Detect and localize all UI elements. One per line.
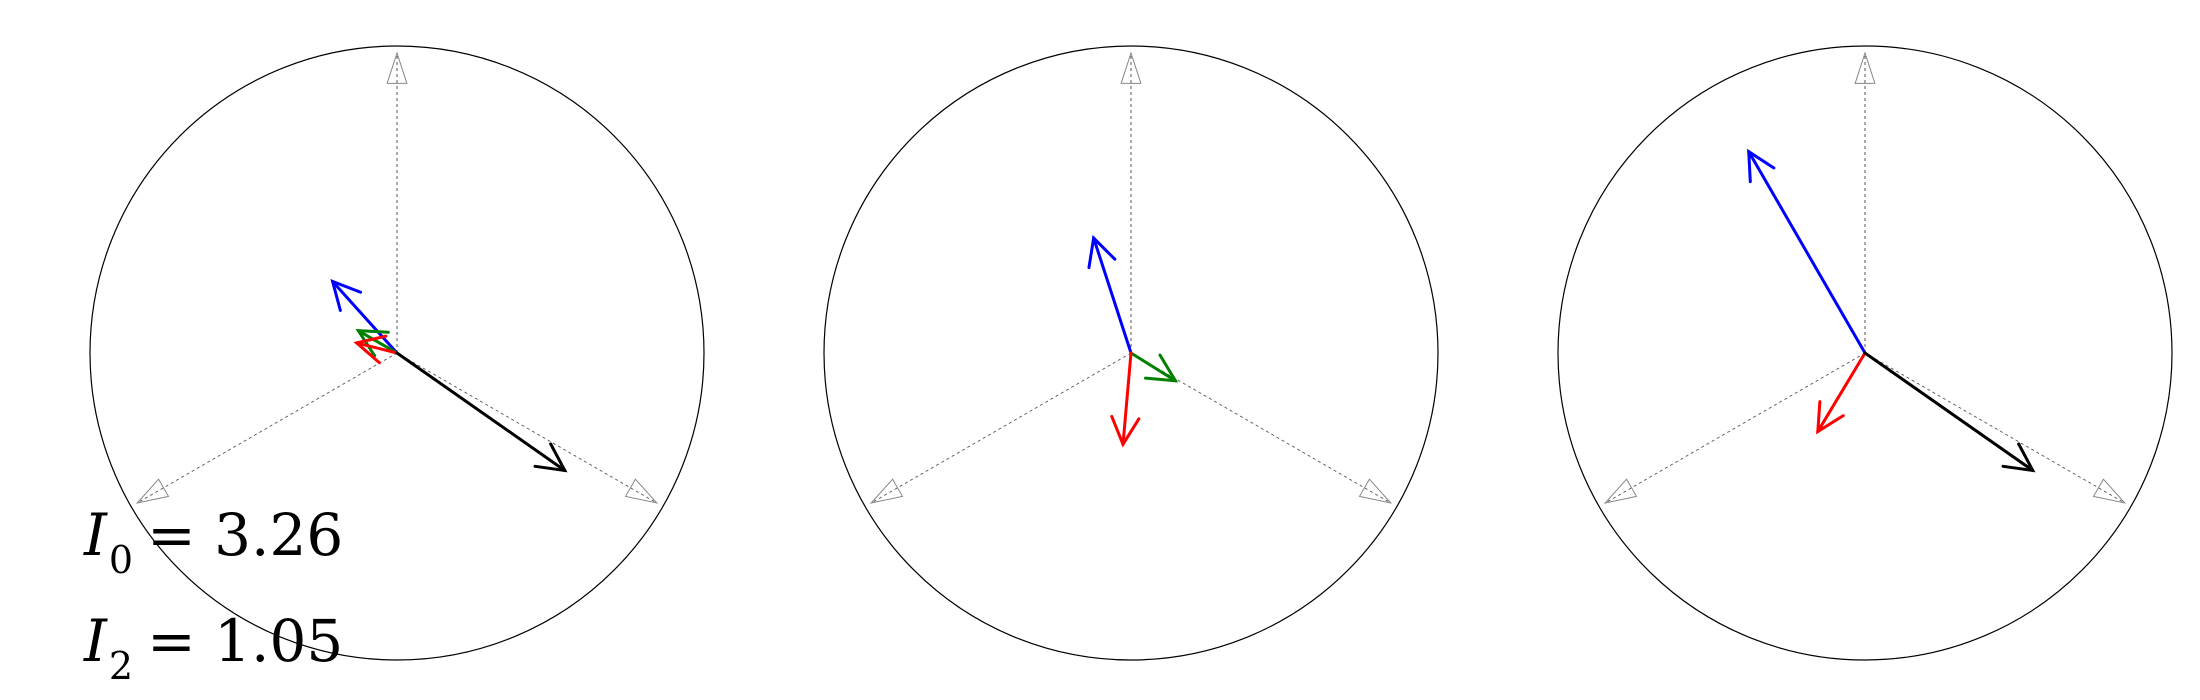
red-phasor-shaft [355, 341, 399, 355]
blue-phasor-shaft [1747, 150, 1867, 355]
green-phasor-arrow [1129, 351, 1179, 383]
reference-circle [89, 45, 705, 661]
equation-i2-equals: = [147, 607, 196, 675]
axis-arrowhead-2 [135, 478, 170, 504]
red-phasor-head [353, 334, 388, 365]
reference-circle [1557, 45, 2173, 661]
black-phasor-head [2001, 442, 2036, 473]
red-phasor-arrow [353, 334, 399, 365]
equation-i0: I0= 3.26 [84, 506, 343, 579]
green-phasor-shaft [1129, 351, 1177, 383]
blue-phasor-arrow [330, 279, 399, 355]
axis-arrowhead-1 [386, 51, 408, 84]
black-phasor-head [533, 442, 568, 473]
black-phasor-shaft [1863, 351, 2035, 472]
axis-arrowhead-3 [624, 478, 659, 504]
blue-phasor-head [330, 279, 363, 312]
phasor-diagram-2 [823, 45, 1439, 661]
axis-arrowhead-1 [1854, 51, 1876, 84]
blue-phasor-shaft [331, 279, 399, 355]
axis-arrowhead-2 [869, 478, 904, 504]
axis-arrowhead-3 [2092, 478, 2127, 504]
axis-arrowhead-1 [1120, 51, 1142, 84]
blue-phasor-arrow [1087, 234, 1133, 355]
equation-i2-subscript: 2 [108, 644, 134, 688]
red-phasor-arrow [1110, 351, 1141, 448]
phasor-diagram-1 [89, 45, 705, 661]
green-phasor-shaft [356, 329, 399, 355]
phasor-diagram-3 [1557, 45, 2173, 661]
black-phasor-shaft [395, 351, 567, 472]
blue-phasor-head [1747, 148, 1776, 184]
red-phasor-arrow [1816, 351, 1867, 435]
equation-i2-value: 1.05 [214, 607, 344, 675]
black-phasor-arrow [395, 351, 568, 473]
axis-arrowhead-2 [1603, 478, 1638, 504]
red-phasor-shaft [1816, 351, 1867, 434]
red-phasor-head [1110, 414, 1141, 448]
equation-i2-symbol: I [84, 607, 107, 675]
blue-phasor-shaft [1092, 236, 1133, 355]
reference-circle [823, 45, 1439, 661]
axis-line-2 [1604, 352, 1866, 504]
red-phasor-head [1816, 400, 1845, 435]
axis-line-2 [136, 352, 398, 504]
axis-arrowhead-3 [1358, 478, 1393, 504]
axis-line-3 [1130, 352, 1392, 504]
blue-phasor-head [1087, 234, 1117, 270]
black-phasor-arrow [1863, 351, 2036, 473]
equation-i0-equals: = [147, 501, 196, 569]
axis-line-3 [396, 352, 658, 504]
equation-i2: I2= 1.05 [84, 612, 343, 685]
equation-i0-subscript: 0 [108, 538, 134, 582]
equation-i0-symbol: I [84, 501, 107, 569]
equation-i0-value: 3.26 [214, 501, 344, 569]
axis-line-2 [870, 352, 1132, 504]
blue-phasor-arrow [1747, 148, 1867, 355]
green-phasor-head [1144, 353, 1179, 383]
red-phasor-shaft [1121, 351, 1133, 446]
axis-line-3 [1864, 352, 2126, 504]
